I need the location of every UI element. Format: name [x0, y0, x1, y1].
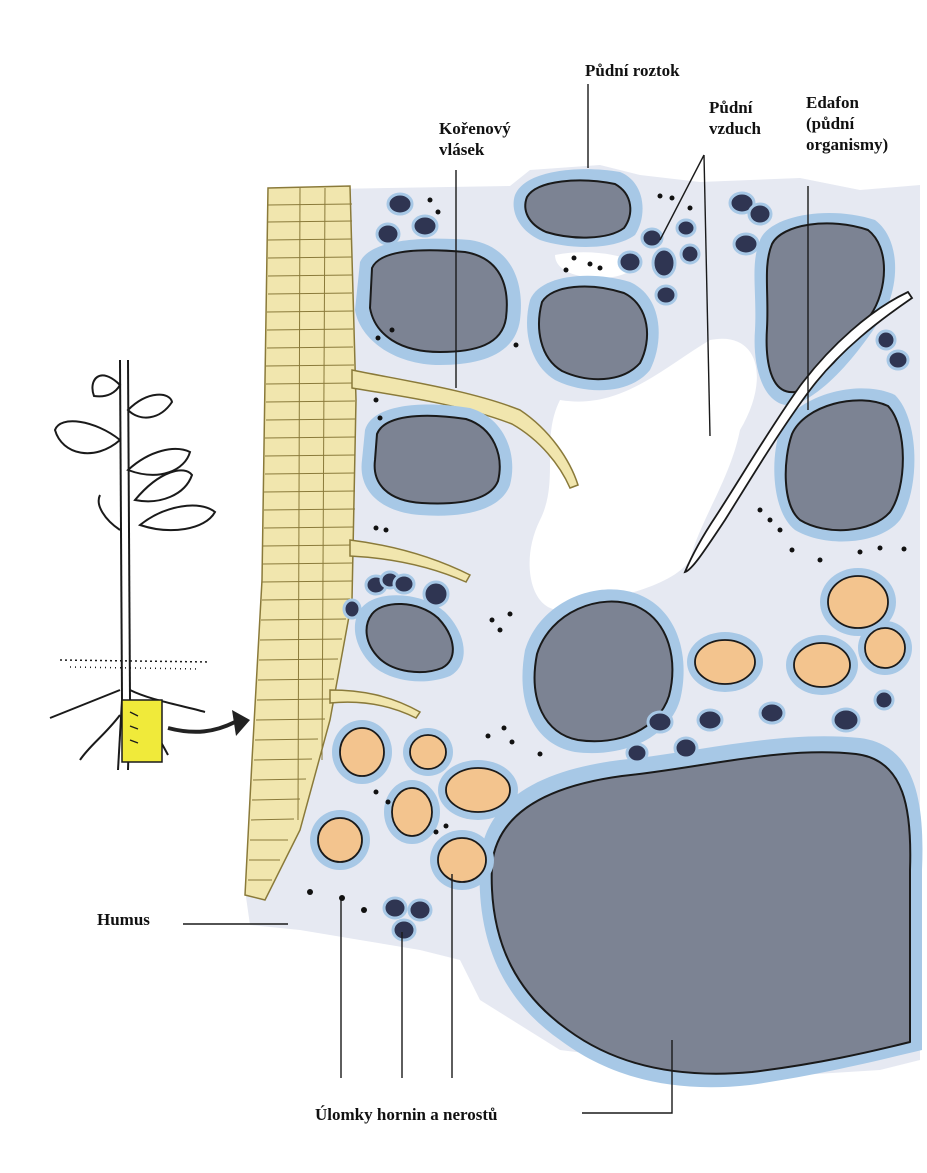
label-text: Úlomky hornin a nerostů [315, 1105, 497, 1124]
label-line: organismy) [806, 134, 888, 155]
rock-e [375, 416, 500, 504]
label-korenovy-vlasek: Kořenový vlásek [439, 118, 511, 160]
mineral-9 [318, 818, 362, 862]
label-line: Edafon [806, 92, 888, 113]
rock-b [525, 180, 630, 237]
arrow-head-icon [232, 710, 250, 736]
rock-f [786, 400, 903, 530]
mineral-2 [695, 640, 755, 684]
mineral-1 [828, 576, 888, 628]
plant-stem [120, 360, 122, 700]
label-humus: Humus [97, 909, 150, 930]
mineral-7 [392, 788, 432, 836]
mineral-3 [794, 643, 850, 687]
mineral-4 [865, 628, 905, 668]
label-edafon: Edafon (půdní organismy) [806, 92, 888, 155]
label-ulomky-hornin: Úlomky hornin a nerostů [315, 1104, 497, 1125]
zoom-arrow [168, 722, 235, 732]
mineral-5 [340, 728, 384, 776]
mineral-6 [410, 735, 446, 769]
label-pudni-roztok: Půdní roztok [585, 60, 680, 81]
label-line: (půdní [806, 113, 888, 134]
mineral-8 [446, 768, 510, 812]
label-text: Půdní roztok [585, 61, 680, 80]
label-line: vlásek [439, 139, 511, 160]
rock-a [370, 250, 507, 352]
label-pudni-vzduch: Půdní vzduch [709, 97, 761, 139]
rock-c [539, 287, 647, 380]
label-line: Půdní [709, 97, 761, 118]
zoom-box [122, 700, 162, 762]
label-line: Kořenový [439, 118, 511, 139]
label-line: vzduch [709, 118, 761, 139]
label-text: Humus [97, 910, 150, 929]
mineral-10 [438, 838, 486, 882]
